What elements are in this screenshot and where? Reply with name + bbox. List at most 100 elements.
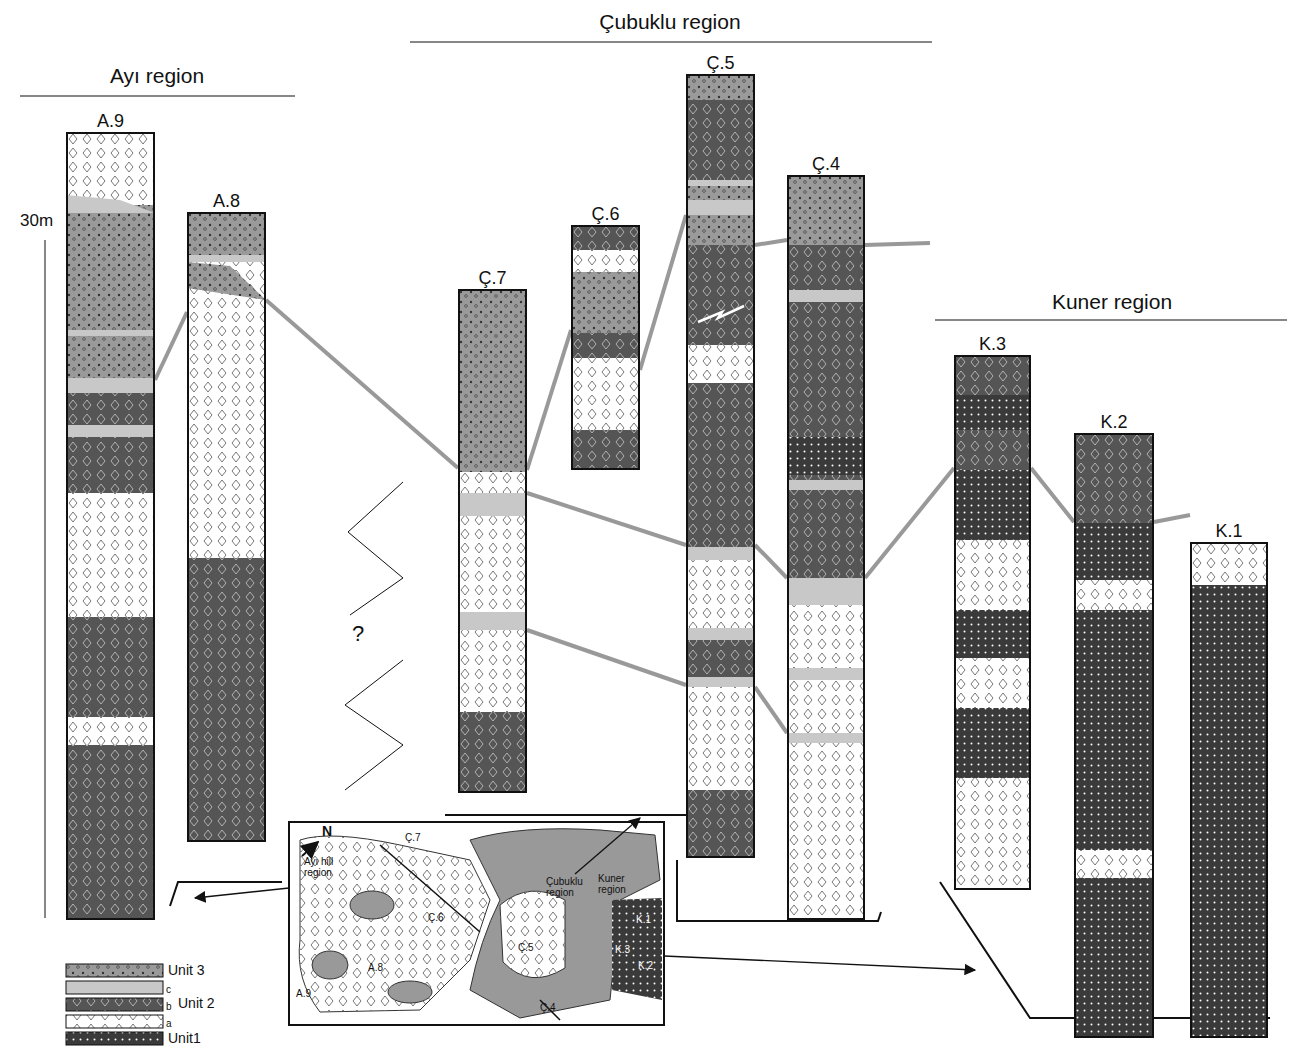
correlation-line (755, 240, 787, 245)
map-site-label: Ç.5 (518, 942, 534, 953)
strat-column: K.2 (1074, 411, 1154, 1038)
strat-layer (686, 100, 755, 180)
layer-fill (787, 743, 865, 920)
swatch-border (66, 1015, 163, 1028)
strat-layer (787, 480, 865, 490)
strat-layer (1074, 610, 1154, 850)
correlation-line (865, 243, 930, 245)
map-frame (289, 822, 664, 1025)
connectors (155, 215, 1190, 733)
layer-fill (1074, 610, 1154, 850)
strat-layer (458, 630, 527, 712)
column-border (687, 75, 754, 857)
strat-layer (458, 712, 527, 793)
legend-text: Unit 3 (168, 963, 205, 978)
correlation-line (155, 312, 187, 380)
strat-layer (787, 290, 865, 302)
column-label: Ç.6 (571, 203, 640, 225)
layer-wedge (66, 195, 155, 213)
layer-fill (1074, 878, 1154, 1038)
layer-fill (187, 558, 266, 842)
fault-symbol (698, 306, 744, 322)
strat-layer (787, 475, 865, 480)
map-site-label: K.3 (615, 944, 630, 955)
strat-layer (1074, 580, 1154, 610)
layer-fill (954, 470, 1031, 540)
legend-swatch (66, 1015, 163, 1028)
strat-layer (686, 215, 755, 245)
layer-fill (954, 430, 1031, 470)
layer-fill (187, 255, 266, 262)
correlation-line (1154, 515, 1190, 522)
strat-layer (954, 708, 1031, 778)
region-underline (410, 41, 932, 42)
zigzag (348, 482, 403, 615)
layer-fill (66, 393, 155, 425)
layer-fill (1074, 433, 1154, 523)
map-unit1 (612, 898, 662, 1000)
layer-fill (66, 425, 155, 437)
strat-layer (787, 490, 865, 578)
strat-layer (571, 225, 640, 250)
column-label: Ç.4 (787, 153, 865, 175)
layer-fill (787, 733, 865, 743)
layer-fill (66, 393, 155, 425)
layer-fill (787, 245, 865, 290)
layer-fill (686, 186, 755, 200)
layer-fill (686, 200, 755, 215)
legend-row (66, 998, 163, 1011)
strat-layer (686, 180, 755, 186)
layer-fill (954, 540, 1031, 610)
layer-fill (571, 333, 640, 358)
strat-layer (458, 289, 527, 472)
column-border (788, 176, 864, 919)
layer-fill (571, 333, 640, 358)
layer-fill (1190, 542, 1268, 585)
layer-fill (1074, 850, 1154, 878)
map-unit2-pattern (299, 836, 490, 1012)
layer-fill (787, 480, 865, 490)
layer-fill (686, 245, 755, 345)
layer-fill (686, 74, 755, 100)
strat-layer (787, 245, 865, 290)
layer-fill (66, 745, 155, 920)
layer-fill (787, 475, 865, 480)
region-title: Çubuklu region (570, 10, 770, 33)
layer-fill (66, 437, 155, 493)
layer-fill (1074, 878, 1154, 1038)
column-drawing (1074, 433, 1154, 1038)
strat-layer (954, 540, 1031, 610)
layer-fill (686, 687, 755, 790)
scale-bar (45, 240, 46, 918)
layer-fill (686, 345, 755, 383)
strat-layer (187, 558, 266, 842)
layer-fill (686, 790, 755, 858)
layer-fill (458, 472, 527, 493)
strat-layer (686, 628, 755, 640)
strat-layer (1074, 433, 1154, 523)
swatch-border (66, 981, 163, 994)
layer-fill (787, 437, 865, 475)
map-region-label: Kuner region (598, 873, 638, 895)
strat-layer (954, 355, 1031, 395)
strat-layer (66, 205, 155, 378)
strat-layer (1190, 585, 1268, 1038)
legend-text: a (166, 1018, 172, 1029)
layer-fill (66, 493, 155, 617)
layer-fill (954, 395, 1031, 430)
layer-fill (787, 668, 865, 680)
layer-fill (1074, 523, 1154, 580)
map-fault (540, 1000, 560, 1020)
layer-fill (571, 272, 640, 333)
strat-layer (686, 186, 755, 200)
strat-layer (458, 493, 527, 516)
map-unit1-pattern (612, 898, 662, 1000)
strat-layer (66, 195, 155, 213)
layer-fill (787, 605, 865, 668)
legend-swatch (66, 981, 163, 994)
layer-fill (686, 687, 755, 790)
layer-fill (686, 215, 755, 245)
strat-layer (66, 330, 155, 336)
layer-fill (66, 205, 155, 378)
strat-layer (954, 658, 1031, 708)
